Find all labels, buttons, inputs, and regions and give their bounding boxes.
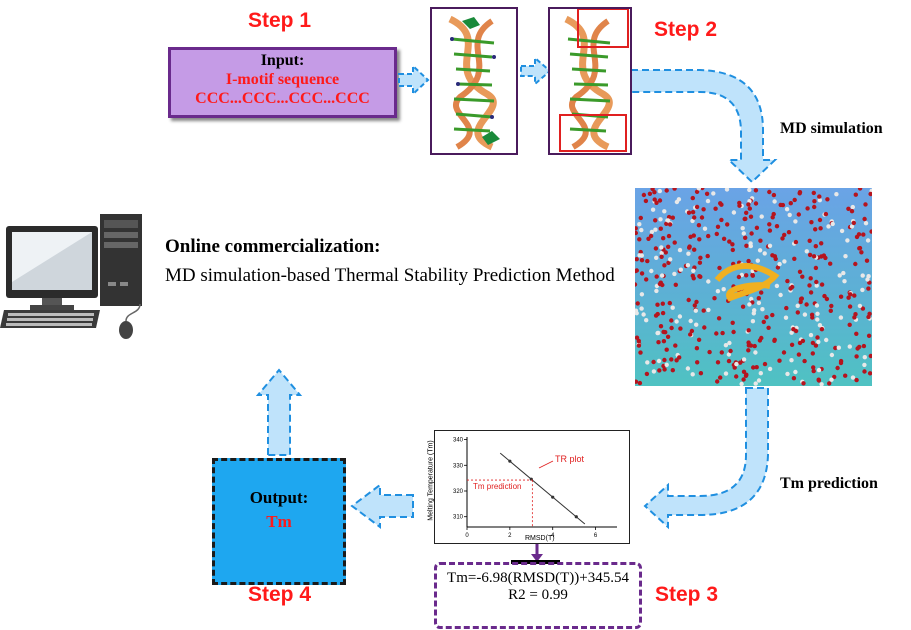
- input-sequence-type: I-motif sequence: [225, 71, 340, 88]
- equation-r2: R2 = 0.99: [508, 587, 568, 603]
- step4-label: Step 4: [248, 583, 312, 606]
- arrow-to-md-simulation: [630, 69, 778, 184]
- imotif-in-water: [714, 262, 780, 302]
- fit-line: [499, 452, 586, 525]
- step1-label: Step 1: [248, 9, 312, 32]
- region-highlight-top: [577, 8, 629, 48]
- x-tick-label: 0: [465, 533, 469, 539]
- arrow-output-up: [255, 368, 303, 456]
- imotif-loop-regions-image: [548, 7, 632, 155]
- tr-plot-pointer: [538, 460, 554, 469]
- plot-ylabel-wrap: Melting Temperature (Tm): [423, 433, 435, 533]
- plot-xlabel: RMSD(T): [525, 535, 555, 542]
- arrow-structure-to-region: [520, 55, 552, 87]
- y-tick-label: 310: [453, 515, 464, 521]
- region-highlight-bottom: [559, 114, 627, 152]
- y-tick-label: 330: [453, 463, 464, 469]
- data-point: [508, 459, 512, 463]
- computer-icon: [0, 214, 142, 339]
- md-simulation-image: [635, 188, 872, 386]
- output-value: Tm: [266, 512, 292, 531]
- plot-ylabel: Melting Temperature (Tm): [427, 440, 435, 521]
- x-tick-label: 2: [508, 533, 512, 539]
- tr-plot-annotation: TR plot: [555, 454, 585, 464]
- online-commercialization-desc: MD simulation-based Thermal Stability Pr…: [165, 265, 615, 286]
- equation-formula: Tm=-6.98(RMSD(T))+345.54: [447, 570, 629, 586]
- imotif-structure-image: [430, 7, 518, 155]
- output-box: Output: Tm: [212, 458, 346, 585]
- arrow-to-tm-prediction: [643, 387, 769, 530]
- equation-box: Tm=-6.98(RMSD(T))+345.54 R2 = 0.99: [434, 562, 642, 629]
- tr-plot-svg: 310 320 330 340 0 2 4 6 Tm prediction TR plot: [453, 437, 617, 539]
- x-tick-label: 4: [551, 533, 555, 539]
- input-title: Input:: [260, 52, 305, 69]
- x-tick-label: 6: [594, 533, 598, 539]
- step2-label: Step 2: [654, 18, 718, 41]
- input-sequence: CCC...CCC...CCC...CCC: [195, 90, 370, 107]
- step3-label: Step 3: [655, 583, 719, 606]
- arrow-plot-to-equation-head: [531, 554, 543, 562]
- tm-prediction-annotation: Tm prediction: [473, 482, 521, 491]
- data-point: [551, 495, 555, 499]
- online-commercialization-title: Online commercialization:: [165, 236, 381, 257]
- y-tick-label: 320: [453, 489, 464, 495]
- y-tick-label: 340: [453, 438, 464, 444]
- arrow-to-output: [350, 483, 414, 529]
- input-box: Input: I-motif sequence CCC...CCC...CCC.…: [168, 47, 397, 118]
- md-simulation-label: MD simulation: [780, 120, 883, 137]
- data-point: [574, 515, 578, 519]
- output-title: Output:: [249, 488, 309, 507]
- tr-plot: 310 320 330 340 0 2 4 6 Tm prediction TR plot: [434, 430, 630, 544]
- arrow-input-to-structure: [398, 63, 430, 97]
- tm-prediction-label: Tm prediction: [780, 475, 878, 492]
